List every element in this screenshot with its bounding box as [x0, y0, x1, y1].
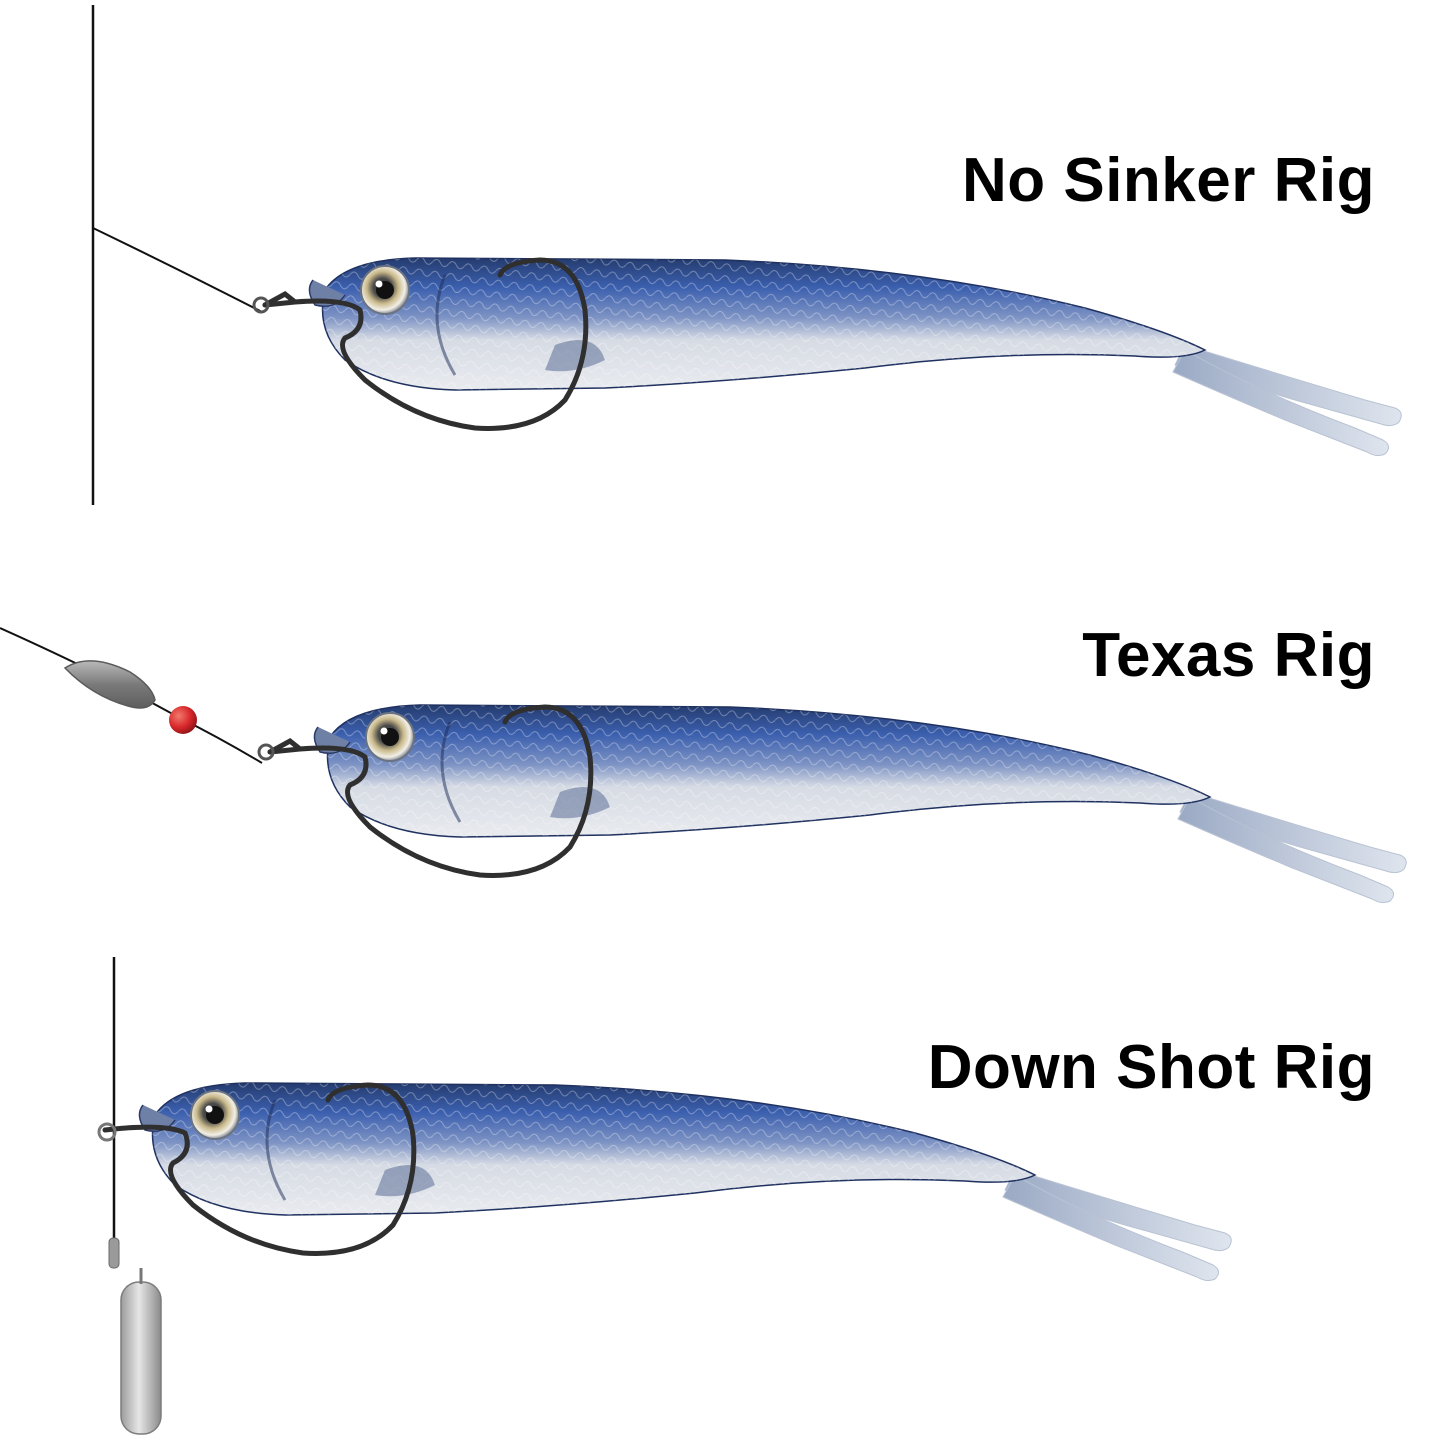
fishing-line-icon — [92, 227, 263, 313]
rig-panel-no-sinker: No Sinker Rig — [0, 0, 1445, 500]
rig-panel-texas: Texas Rig — [0, 500, 1445, 960]
rig-label-texas: Texas Rig — [1082, 621, 1375, 690]
texas-rig — [0, 627, 1408, 905]
bullet-sinker-icon — [63, 660, 156, 709]
drop-shot-weight-icon — [120, 1268, 162, 1435]
rig-label-down-shot: Down Shot Rig — [927, 1033, 1375, 1102]
fishing-hook-icon — [97, 1082, 417, 1256]
down-shot-rig — [97, 957, 1233, 1435]
no-sinker-rig — [91, 5, 1403, 505]
swivel-icon — [108, 1237, 120, 1269]
rig-label-no-sinker: No Sinker Rig — [961, 146, 1375, 215]
rig-panel-down-shot: Down Shot Rig — [0, 960, 1445, 1445]
bead-icon — [169, 706, 197, 734]
